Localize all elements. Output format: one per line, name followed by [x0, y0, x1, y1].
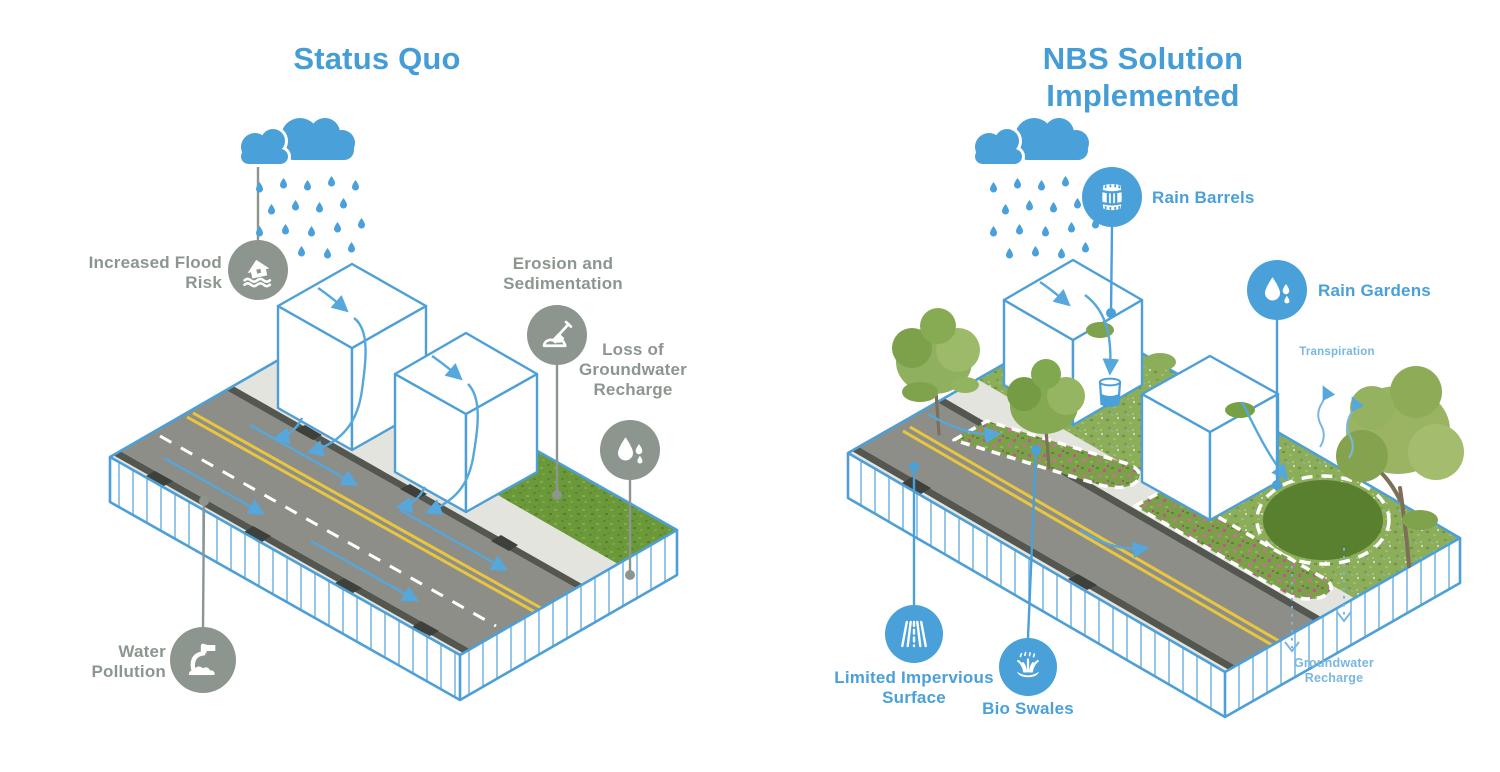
- rain-cloud-right: [975, 118, 1099, 259]
- erosion-label: Erosion and Sedimentation: [503, 254, 623, 293]
- groundwater-recharge-label: Groundwater Recharge: [1294, 656, 1374, 685]
- limited-impervious-label: Limited Impervious Surface: [834, 668, 994, 707]
- asphalt-road: [120, 390, 576, 649]
- nbs-title: NBS Solution Implemented: [1043, 40, 1243, 114]
- water-drops-icon: [600, 420, 660, 480]
- flood-risk-label: Increased Flood Risk: [88, 253, 222, 292]
- road-lanes-icon: [885, 605, 943, 663]
- trees: [892, 308, 1464, 568]
- flow-arrows-right: [927, 281, 1289, 559]
- runoff-arrows: [163, 287, 509, 602]
- water-pollution-label: Water Pollution: [91, 642, 166, 681]
- rain-barrel: [1098, 377, 1122, 408]
- leader-lines-right: [912, 226, 1279, 639]
- nbs-scene: [846, 118, 1464, 719]
- leader-lines-left: [201, 162, 632, 629]
- flooded-house-icon: [228, 240, 288, 300]
- status-quo-scene: [108, 118, 679, 702]
- barrel-icon: [1082, 167, 1142, 227]
- building-cubes: [276, 262, 539, 514]
- discharge-pipe-icon: [170, 627, 236, 693]
- groundwater-loss-label: Loss of Groundwater Recharge: [579, 340, 687, 399]
- rain-gardens-label: Rain Gardens: [1318, 281, 1431, 300]
- rain-cloud-left: [241, 118, 365, 259]
- shovel-mound-icon: [527, 305, 587, 365]
- water-drops-icon: [1247, 260, 1307, 320]
- rain-barrels-label: Rain Barrels: [1152, 188, 1255, 207]
- nbs-title-line1: NBS Solution: [1042, 41, 1244, 76]
- rain-garden: [1263, 480, 1383, 560]
- grass-tuft-icon: [999, 638, 1057, 696]
- nbs-title-line2: Implemented: [1046, 78, 1240, 113]
- transpiration-arrows: [1317, 385, 1365, 459]
- groundwater-arrows: [1284, 548, 1352, 653]
- status-quo-title: Status Quo: [293, 41, 461, 76]
- bio-swales-label: Bio Swales: [982, 699, 1074, 718]
- transpiration-label: Transpiration: [1299, 346, 1375, 358]
